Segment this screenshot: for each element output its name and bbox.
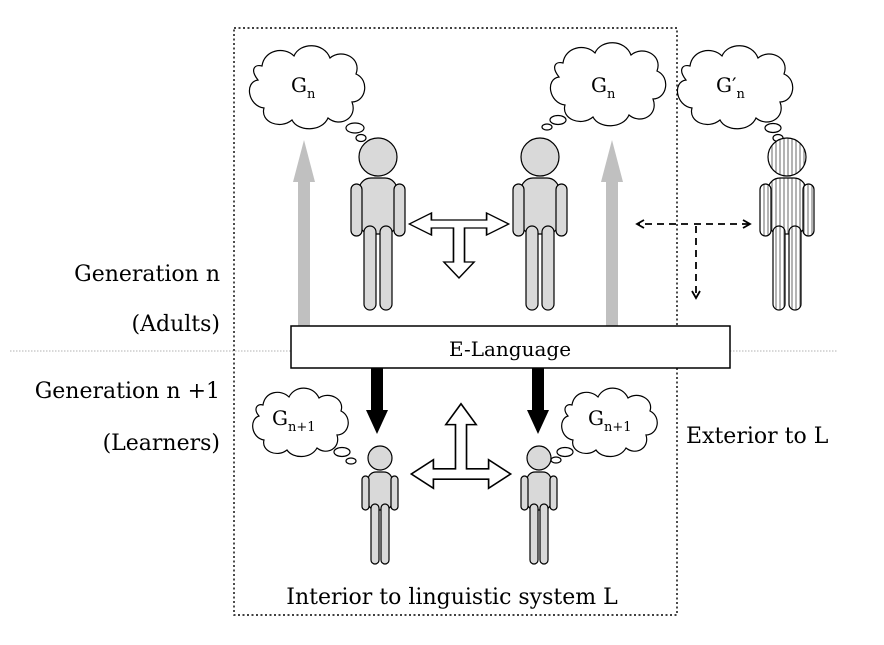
outsider-person: [759, 137, 815, 311]
exterior-dashed-arrows: [635, 219, 752, 300]
thought-cloud-learner-right: [550, 387, 658, 464]
learner-interaction-arrow: [410, 402, 512, 490]
thought-cloud-adult-right: [541, 42, 667, 131]
adult-person-right: [512, 137, 568, 311]
exterior-label: Exterior to L: [686, 424, 829, 449]
thought-cloud-learner-left: [252, 387, 357, 465]
adult-person-left: [350, 137, 406, 311]
interior-boundary: [233, 27, 678, 616]
generation-n-label: Generation n: [74, 262, 220, 287]
black-arrow-left: [366, 368, 388, 434]
learner-person-left: [361, 445, 399, 565]
adults-label: (Adults): [132, 312, 220, 337]
e-language-box: [290, 325, 731, 369]
grammar-label-adult-right: Gn: [591, 73, 616, 102]
thought-cloud-adult-left: [248, 45, 367, 143]
learners-label: (Learners): [103, 431, 220, 456]
interior-label: Interior to linguistic system L: [286, 585, 618, 610]
learner-person-right: [520, 445, 558, 565]
e-language-label: E-Language: [449, 337, 571, 361]
grammar-label-learner-right: Gn+1: [588, 406, 632, 435]
black-arrow-right: [527, 368, 549, 434]
adult-interaction-arrow: [408, 212, 510, 279]
generation-n1-label: Generation n +1: [35, 379, 220, 404]
gray-arrow-left: [293, 140, 315, 326]
grammar-label-outsider: G′n: [716, 73, 746, 102]
grammar-label-adult-left: Gn: [291, 73, 316, 102]
grammar-label-learner-left: Gn+1: [272, 406, 316, 435]
gray-arrow-right: [601, 140, 623, 326]
